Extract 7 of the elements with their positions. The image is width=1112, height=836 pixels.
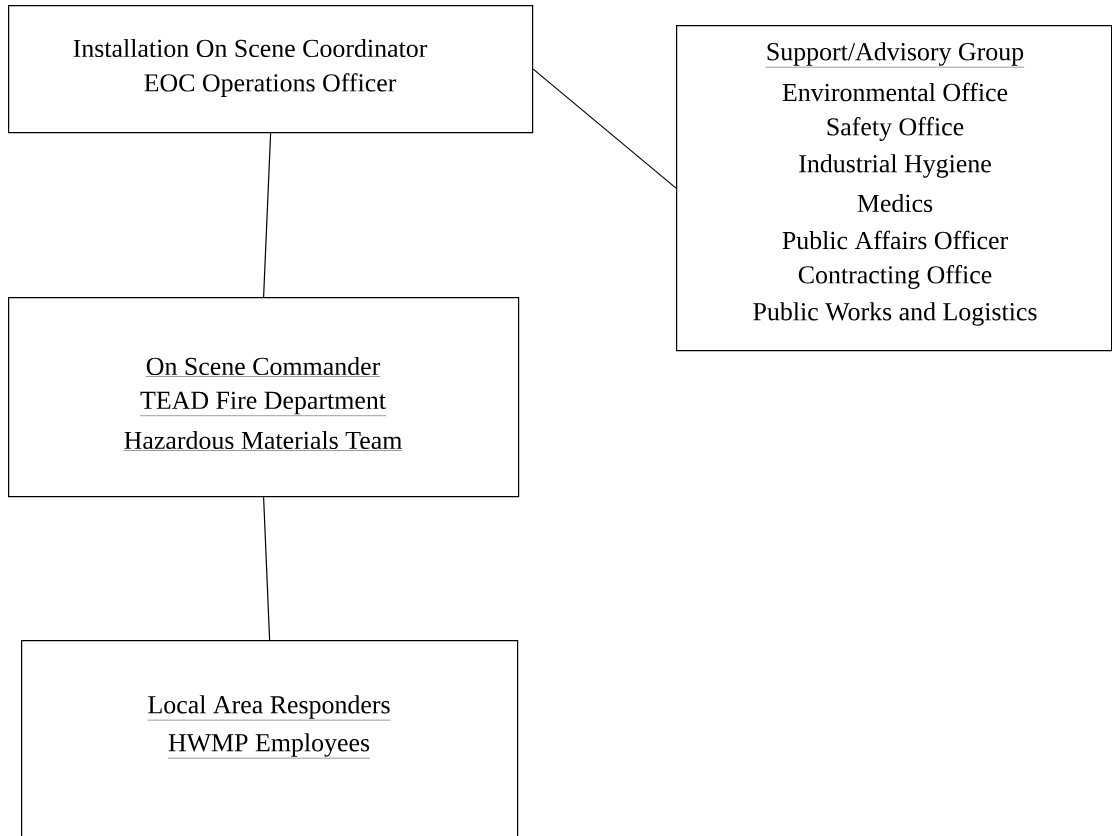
- connector-line: [532, 68, 677, 189]
- org-box: Installation On Scene Coordinator EOC Operations Officer: [8, 5, 534, 134]
- org-box: Local Area Responders HWMP Employees: [21, 640, 519, 836]
- connector-line: [263, 496, 271, 641]
- org-box: Support/Advisory Group Environmental Office Safety Office Industrial Hygiene Medics Public Affairs Officer Contracting Office Public Works and Logistics: [676, 25, 1112, 352]
- org-box: On Scene Commander TEAD Fire Department Hazardous Materials Team: [8, 297, 520, 498]
- connector-line: [263, 132, 272, 298]
